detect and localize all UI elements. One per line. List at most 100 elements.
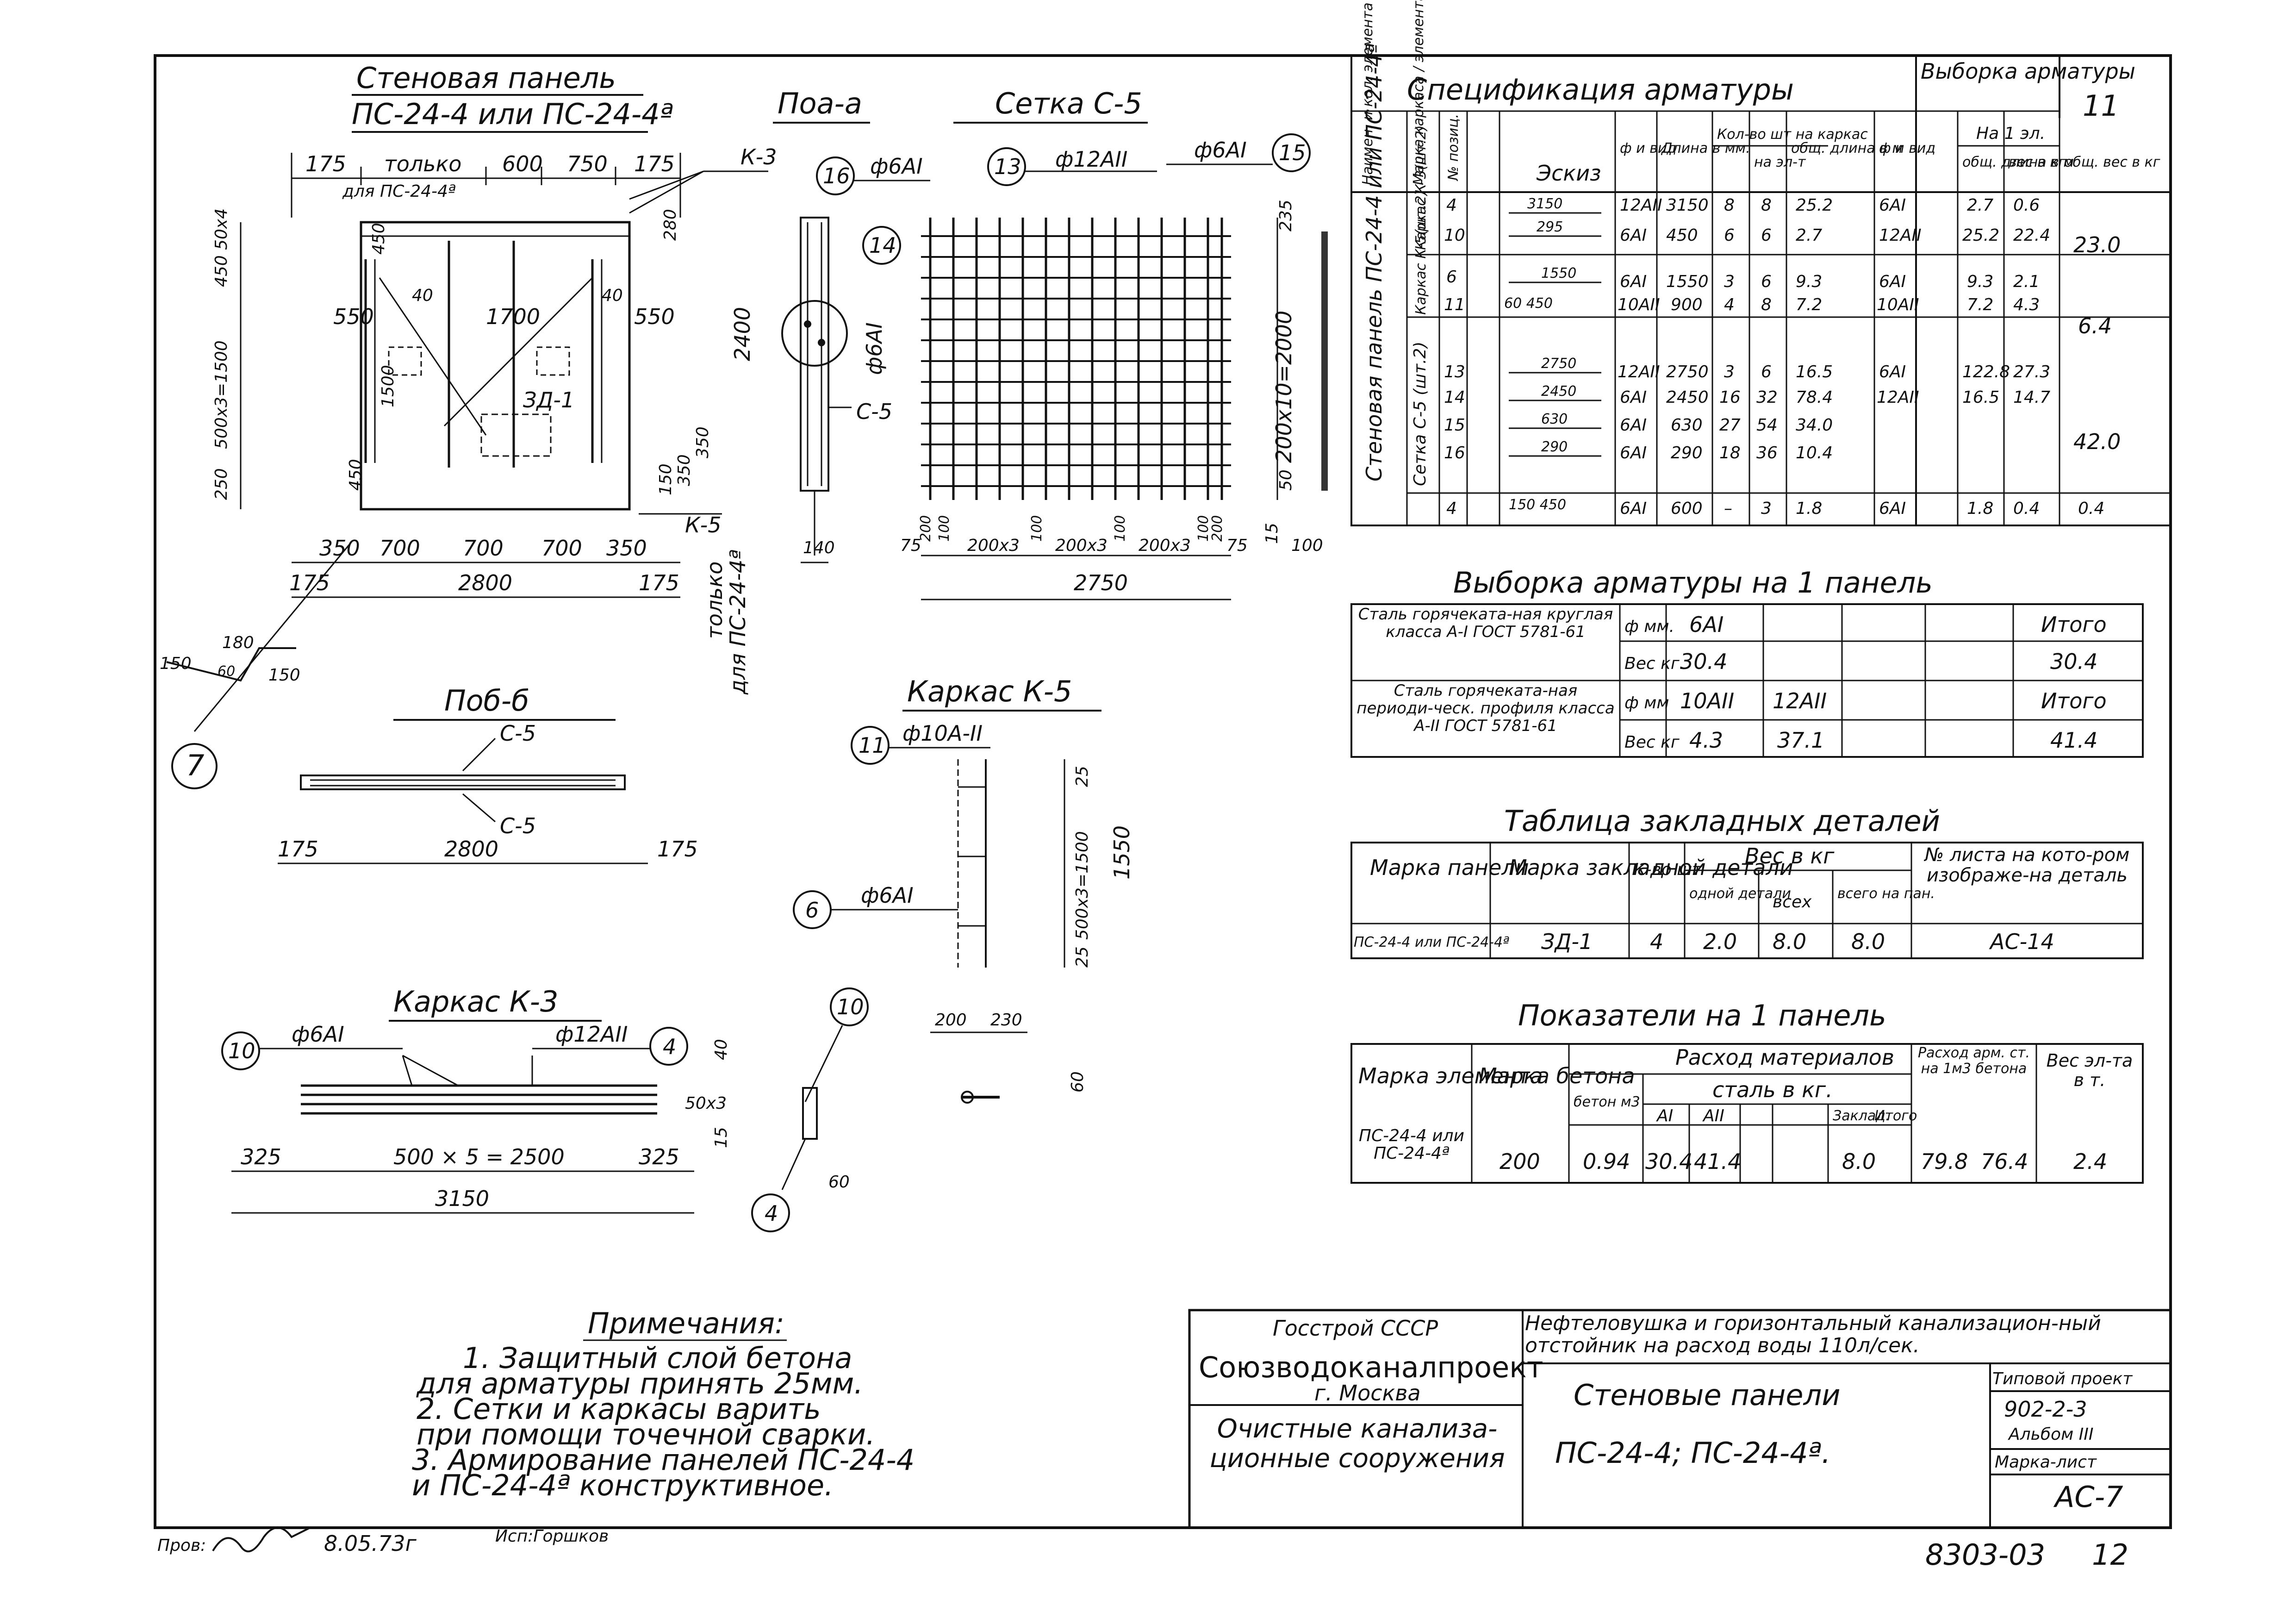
svg-text:2750: 2750	[1666, 362, 1709, 381]
svg-text:18: 18	[1719, 443, 1741, 462]
svg-text:Марка каркаса / элемента: Марка каркаса / элемента	[1411, 0, 1427, 185]
svg-text:16: 16	[1719, 388, 1741, 407]
svg-text:Альбом III: Альбом III	[2008, 1425, 2094, 1444]
svg-text:3: 3	[1724, 272, 1735, 291]
svg-text:1. Защитный слой бетона: 1. Защитный слой бетона	[463, 1341, 852, 1375]
svg-text:Итого: Итого	[2041, 612, 2107, 637]
svg-text:27: 27	[1719, 416, 1741, 435]
svg-text:ф мм: ф мм	[1624, 693, 1669, 712]
svg-text:16.5: 16.5	[1796, 362, 1833, 381]
svg-text:АII: АII	[1702, 1106, 1724, 1125]
svg-text:40: 40	[412, 286, 433, 305]
svg-text:0.4: 0.4	[2078, 499, 2104, 518]
svg-text:10АII: 10АII	[1618, 295, 1660, 314]
svg-text:на эл-т: на эл-т	[1754, 154, 1806, 170]
svg-text:25: 25	[1073, 766, 1092, 787]
svg-text:280: 280	[661, 209, 680, 241]
svg-text:Госстрой СССР: Госстрой СССР	[1273, 1316, 1438, 1341]
svg-text:Наимен. и кол. элемента: Наимен. и кол. элемента	[1360, 2, 1376, 185]
svg-text:175: 175	[657, 837, 698, 862]
svg-text:8.0: 8.0	[1842, 1149, 1876, 1174]
pokazateli-table: Показатели на 1 панель Марка элемента Ма…	[1350, 999, 2144, 1184]
svg-text:Вес кг: Вес кг	[1624, 733, 1680, 752]
svg-text:2.1: 2.1	[2013, 272, 2040, 291]
signature-mark	[212, 1527, 311, 1553]
svg-text:6: 6	[1761, 226, 1772, 245]
spec-row: 11 60 450 10АII 900 4 8 7.2 10АII 7.2 4.…	[1444, 295, 2040, 314]
svg-text:Пров:: Пров:	[157, 1536, 206, 1555]
svg-text:6АI: 6АI	[1620, 272, 1647, 291]
svg-text:общ. длина в м: общ. длина в м	[1962, 154, 2074, 170]
svg-text:2750: 2750	[1541, 356, 1576, 372]
svg-text:22.4: 22.4	[2013, 226, 2050, 245]
svg-text:25.2: 25.2	[1796, 196, 1833, 215]
svg-text:325: 325	[639, 1144, 679, 1169]
svg-text:500 × 5 = 2500: 500 × 5 = 2500	[393, 1144, 565, 1169]
svg-text:6: 6	[805, 898, 819, 923]
svg-text:13: 13	[1444, 362, 1465, 381]
svg-text:295: 295	[1537, 219, 1563, 235]
svg-text:200: 200	[935, 1011, 967, 1030]
svg-text:40: 40	[602, 286, 623, 305]
svg-text:0.94: 0.94	[1583, 1149, 1630, 1174]
svg-text:8.0: 8.0	[1851, 929, 1885, 954]
panel-subtitle: ПС-24-4 или ПС-24-4ª	[352, 97, 673, 131]
spec-row: 4 150 450 6АI 600 – 3 1.8 6АI 1.8 0.4	[1446, 497, 2040, 518]
svg-text:75: 75	[1226, 536, 1248, 555]
svg-text:Спецификация арматуры: Спецификация арматуры	[1407, 73, 1794, 106]
svg-text:200: 200	[918, 515, 934, 542]
svg-text:180: 180	[222, 633, 254, 652]
svg-text:7.2: 7.2	[1796, 295, 1822, 314]
svg-text:Выборка арматуры: Выборка арматуры	[1921, 59, 2135, 84]
svg-text:ЗД-1: ЗД-1	[1541, 929, 1593, 954]
svg-text:сталь в кг.: сталь в кг.	[1712, 1077, 1833, 1102]
svg-text:всего на пан.: всего на пан.	[1837, 886, 1935, 902]
svg-text:ф6АI: ф6АI	[862, 322, 887, 375]
svg-text:1550: 1550	[1666, 272, 1709, 291]
svg-text:Союзводоканалпроект: Союзводоканалпроект	[1199, 1350, 1543, 1384]
svg-text:4: 4	[765, 1201, 778, 1226]
svg-text:К-5: К-5	[685, 512, 722, 537]
svg-text:общ. вес в кг: общ. вес в кг	[2064, 154, 2160, 170]
svg-text:37.1: 37.1	[1777, 728, 1824, 753]
svg-text:60: 60	[828, 1173, 850, 1192]
svg-text:Вес кг.: Вес кг.	[1624, 654, 1685, 673]
svg-text:6АI: 6АI	[1620, 388, 1647, 407]
svg-text:Примечания:: Примечания:	[588, 1306, 784, 1340]
spec-row: 6 1550 6АI 1550 3 6 9.3 6АI 9.3 2.1	[1446, 265, 2040, 291]
svg-text:60: 60	[1068, 1071, 1087, 1093]
svg-text:8.05.73г: 8.05.73г	[324, 1531, 417, 1556]
svg-text:ф12АII: ф12АII	[555, 1022, 628, 1047]
svg-text:Сетка С-5 (шт.2): Сетка С-5 (шт.2)	[1411, 342, 1430, 486]
svg-text:8.0: 8.0	[1773, 929, 1806, 954]
svg-text:6АI: 6АI	[1879, 499, 1906, 518]
svg-text:и ПС-24-4ª конструктивное.: и ПС-24-4ª конструктивное.	[412, 1468, 834, 1502]
svg-text:Исп:Горшков: Исп:Горшков	[495, 1527, 609, 1546]
panel-elevation: Стеновая панель ПС-24-4 или ПС-24-4ª 175…	[160, 61, 777, 789]
svg-text:3: 3	[1761, 499, 1772, 518]
svg-text:Выборка арматуры на 1 панель: Выборка арматуры на 1 панель	[1453, 566, 1933, 600]
svg-text:290: 290	[1671, 443, 1703, 462]
svg-text:14: 14	[1444, 388, 1465, 407]
svg-text:10.4: 10.4	[1796, 443, 1833, 462]
svg-text:230: 230	[990, 1011, 1022, 1030]
svg-text:350: 350	[693, 426, 712, 458]
svg-text:6: 6	[1446, 268, 1457, 287]
svg-text:175: 175	[634, 151, 675, 176]
svg-text:Кол-во шт на каркас: Кол-во шт на каркас	[1717, 126, 1868, 143]
mesh-c5: Сетка С-5 13 ф12АII 15 ф6АI 14 ф6АI	[862, 87, 1328, 600]
svg-text:Итого: Итого	[1874, 1108, 1917, 1124]
svg-text:общ. длина в м: общ. длина в м	[1791, 140, 1903, 156]
svg-text:8: 8	[1724, 196, 1735, 215]
svg-text:№ позиц.: № позиц.	[1445, 114, 1462, 181]
svg-text:10: 10	[837, 994, 864, 1019]
svg-text:325: 325	[241, 1144, 281, 1169]
svg-text:0.4: 0.4	[2013, 499, 2040, 518]
svg-text:ф6АI: ф6АI	[292, 1022, 344, 1047]
svg-text:10АII: 10АII	[1877, 295, 1919, 314]
svg-text:9.3: 9.3	[1967, 272, 1993, 291]
svg-text:–: –	[1724, 499, 1732, 518]
svg-text:ПС-24-4; ПС-24-4ª.: ПС-24-4; ПС-24-4ª.	[1555, 1436, 1831, 1470]
svg-text:ф и вид: ф и вид	[1620, 140, 1676, 156]
svg-text:Каркас К-5(шт.2): Каркас К-5(шт.2)	[1413, 190, 1429, 315]
